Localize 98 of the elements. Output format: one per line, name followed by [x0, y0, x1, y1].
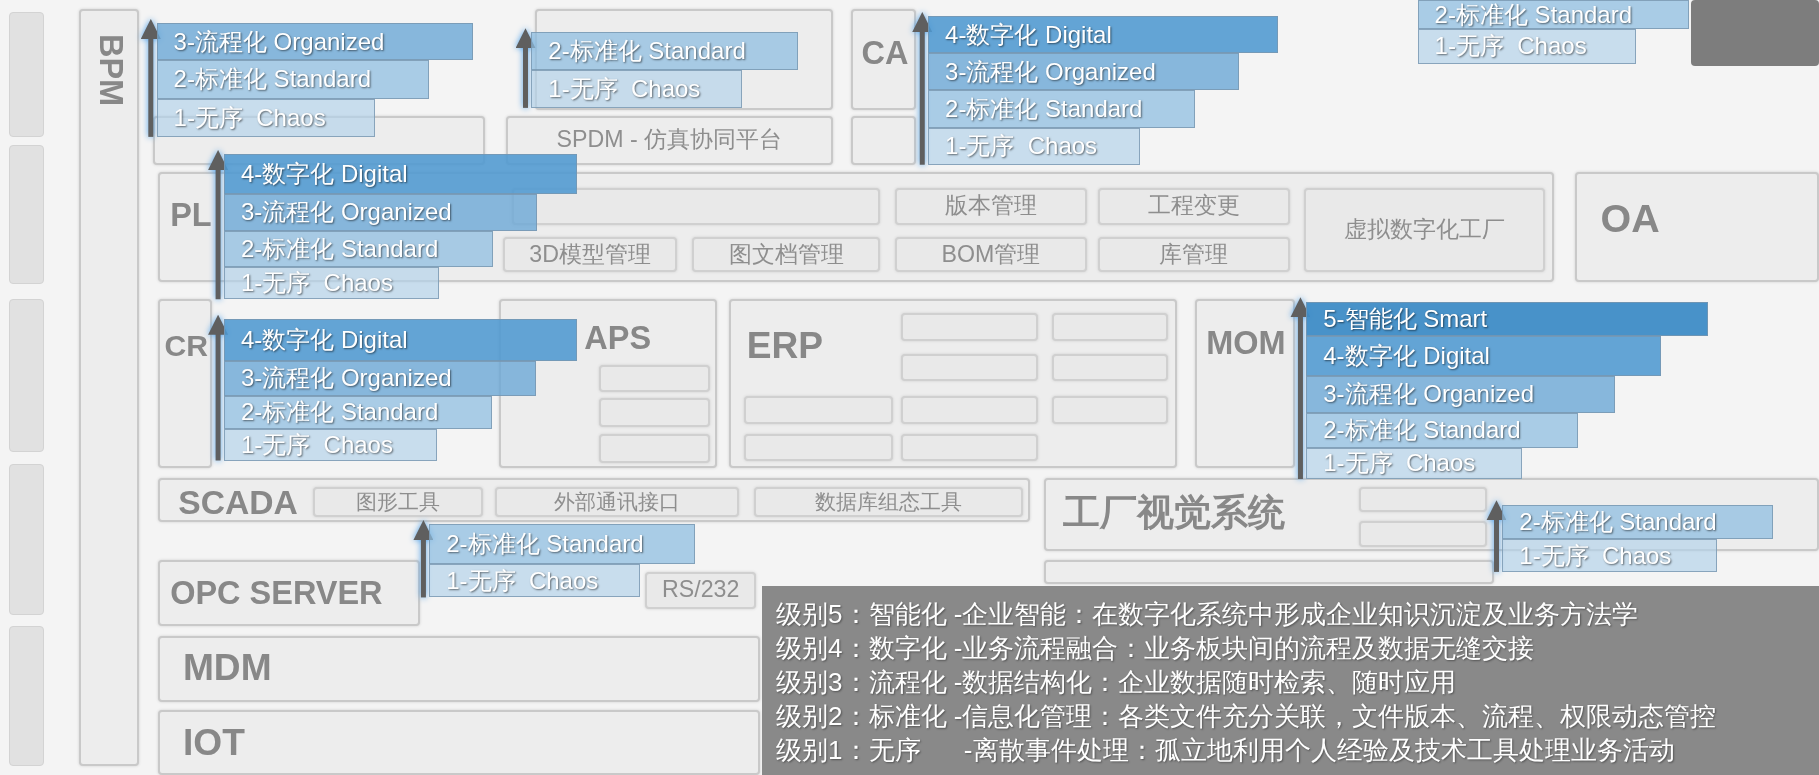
level-bar: 2-标准化 Standard	[429, 524, 695, 564]
system-label: 工厂视觉系统	[1063, 493, 1286, 531]
module-box	[599, 365, 710, 392]
system-label: BPM	[94, 34, 128, 107]
module-box	[901, 353, 1038, 382]
module-label: 工程变更	[1147, 194, 1240, 218]
system-box	[78, 9, 140, 766]
level-bar: 2-标准化 Standard	[1417, 0, 1690, 29]
level-bar: 3-流程化 Organized	[928, 53, 1239, 91]
side-tab	[9, 145, 45, 285]
module-label: 图文档管理	[728, 243, 844, 267]
system-box	[728, 299, 1178, 468]
system-box	[157, 635, 760, 702]
system-label: OA	[1600, 199, 1660, 239]
level-bar: 4-数字化 Digital	[1306, 336, 1662, 376]
module-box	[901, 433, 1038, 462]
module-box	[901, 312, 1038, 341]
level-bar: 1-无序 Chaos	[1306, 447, 1522, 480]
module-box	[1359, 520, 1487, 548]
level-bar: 3-流程化 Organized	[1306, 375, 1615, 413]
level-bar: 1-无序 Chaos	[223, 266, 439, 300]
description-line: 级别2：标准化 -信息化管理：各类文件充分关联，文件版本、流程、权限动态管控	[776, 700, 1717, 734]
level-bar: 4-数字化 Digital	[928, 16, 1279, 54]
module-box	[753, 486, 1023, 518]
description-line: 级别4：数字化 -业务流程融合：业务板块间的流程及数据无缝交接	[776, 632, 1535, 666]
system-box	[505, 116, 833, 165]
level-bar: 3-流程化 Organized	[156, 23, 474, 61]
module-box	[1359, 486, 1487, 513]
system-box	[1194, 299, 1295, 468]
level-bar: 5-智能化 Smart	[1306, 301, 1708, 337]
level-bar: 2-标准化 Standard	[156, 60, 430, 99]
description-line: 级别5：智能化 -企业智能：在数字化系统中形成企业知识沉淀及业务方法学	[776, 598, 1639, 632]
system-box	[157, 560, 420, 627]
level-bar: 3-流程化 Organized	[223, 360, 536, 396]
side-tab	[9, 626, 45, 766]
system-label: MOM	[1206, 326, 1286, 360]
module-label: 虚拟数字化工厂	[1343, 218, 1505, 242]
module-box	[495, 486, 739, 518]
module-box	[895, 237, 1087, 273]
level-bar: 4-数字化 Digital	[223, 154, 577, 194]
module-box	[599, 397, 710, 427]
module-box	[1051, 396, 1168, 425]
module-label: 库管理	[1159, 243, 1229, 267]
module-box	[1303, 187, 1545, 273]
module-label: 3D模型管理	[529, 243, 651, 267]
level-bar: 2-标准化 Standard	[1306, 413, 1578, 448]
system-label: PL	[170, 199, 212, 232]
system-box	[157, 299, 213, 468]
dark-block	[1691, 0, 1819, 67]
system-box	[851, 116, 917, 165]
level-bar: 1-无序 Chaos	[156, 98, 375, 137]
level-bar: 1-无序 Chaos	[1417, 29, 1636, 64]
system-label: SCADA	[178, 485, 298, 520]
level-bar: 4-数字化 Digital	[223, 319, 577, 361]
module-box	[1098, 237, 1290, 273]
level-bar: 1-无序 Chaos	[928, 127, 1141, 165]
module-box	[503, 237, 678, 273]
system-box	[157, 709, 760, 775]
module-box	[312, 486, 484, 518]
description-line: 级别3：流程化 -数据结构化：企业数据随时检索、随时应用	[776, 666, 1457, 700]
module-label: 图形工具	[356, 491, 441, 513]
module-box	[901, 396, 1038, 425]
module-box	[692, 237, 881, 273]
system-label: SPDM - 仿真协同平台	[556, 128, 783, 152]
module-box	[1051, 353, 1168, 382]
system-box	[851, 9, 917, 111]
level-bar: 1-无序 Chaos	[1502, 539, 1717, 572]
system-label: MDM	[182, 649, 272, 687]
side-tab	[9, 464, 45, 615]
system-box	[1044, 560, 1495, 584]
module-label: RS/232	[662, 578, 740, 603]
level-bar: 2-标准化 Standard	[928, 90, 1195, 128]
side-tab	[9, 11, 45, 137]
module-box	[1098, 187, 1290, 225]
module-label: BOM管理	[941, 243, 1041, 267]
info-panel	[762, 585, 1819, 775]
level-bar: 2-标准化 Standard	[223, 395, 492, 430]
module-box	[1051, 312, 1168, 341]
module-box	[744, 396, 893, 425]
description-line: 级别1：无序 -离散事件处理：孤立地利用个人经验及技术工具处理业务活动	[776, 734, 1675, 768]
module-label: 外部通讯接口	[553, 491, 680, 513]
system-label: OPC SERVER	[170, 577, 383, 610]
system-box	[157, 477, 1031, 522]
module-box	[599, 433, 710, 463]
module-box	[645, 571, 757, 609]
side-tab	[9, 299, 45, 453]
module-box	[744, 433, 893, 462]
level-bar: 1-无序 Chaos	[223, 429, 438, 461]
module-label: 数据库组态工具	[814, 491, 962, 513]
system-label: ERP	[746, 326, 824, 364]
module-label: 版本管理	[944, 194, 1037, 218]
system-label: APS	[584, 322, 652, 355]
system-label: CA	[861, 36, 909, 70]
system-label: CR	[164, 331, 208, 362]
system-label: IOT	[182, 723, 245, 761]
level-bar: 1-无序 Chaos	[429, 563, 641, 598]
module-box	[895, 187, 1087, 225]
system-box	[1575, 171, 1819, 282]
